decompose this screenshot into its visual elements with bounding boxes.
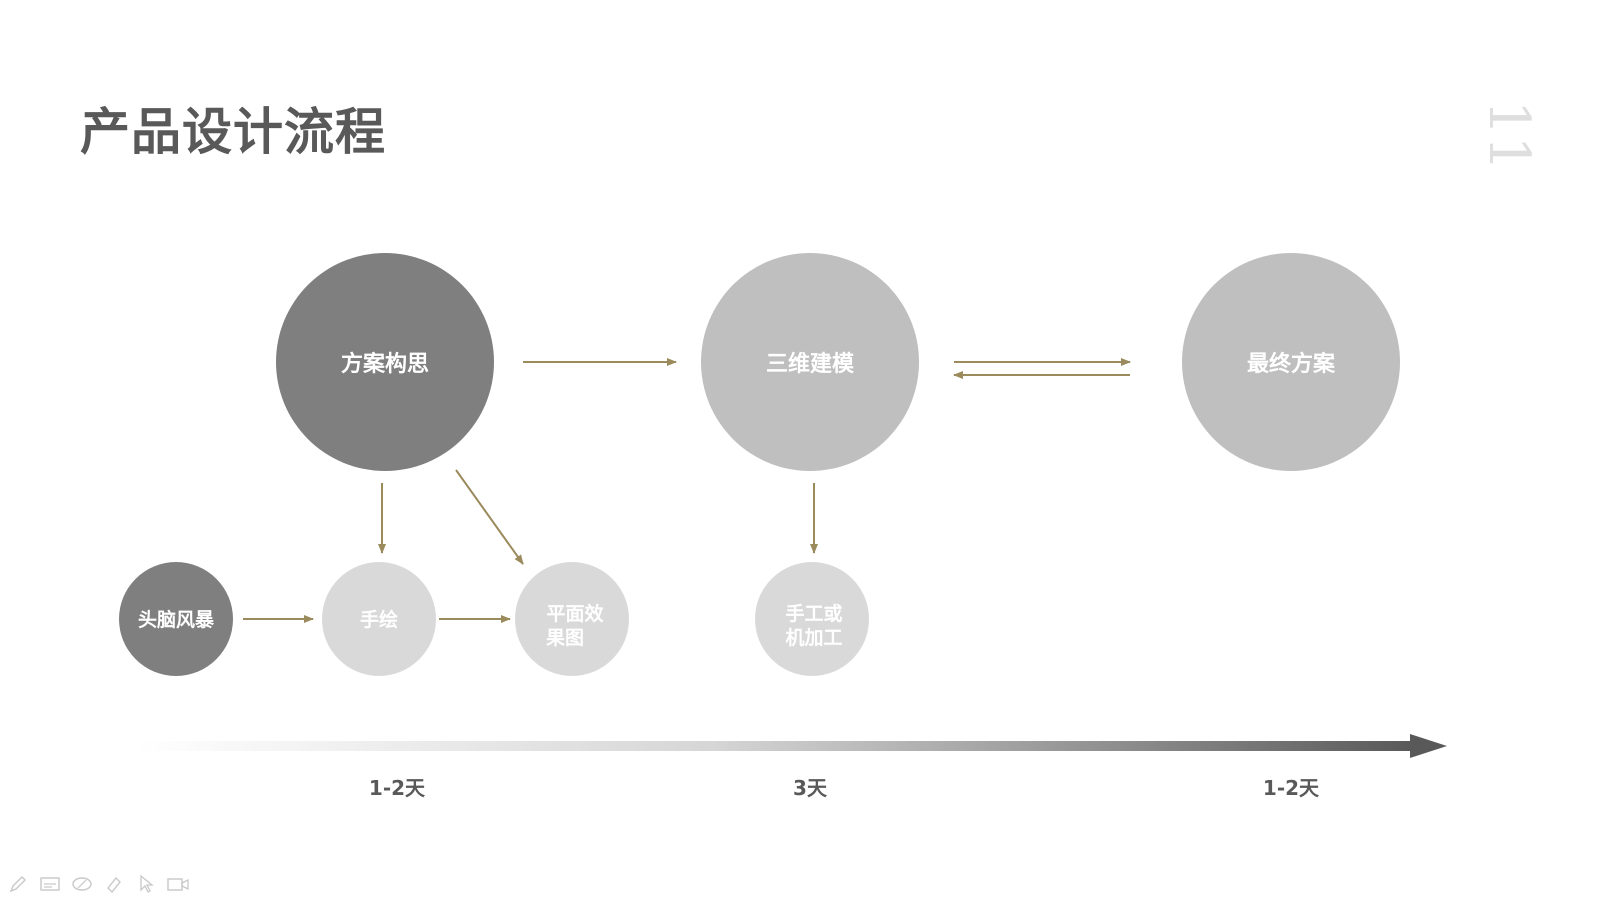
timeline-arrowhead [1410, 734, 1447, 758]
highlighter-icon[interactable] [102, 872, 126, 896]
pointer-icon[interactable] [134, 872, 158, 896]
final-label: 最终方案 [1247, 351, 1336, 377]
page-title: 产品设计流程 [80, 103, 386, 161]
camera-icon[interactable] [166, 872, 190, 896]
final-circle [1182, 253, 1400, 471]
pen-icon[interactable] [6, 872, 30, 896]
node-sketch: 手绘 [322, 562, 436, 676]
concept-circle [276, 253, 494, 471]
sketch-circle [322, 562, 436, 676]
timeline-arrow [135, 734, 1447, 758]
node-modeling: 三维建模 [701, 253, 919, 471]
timeline-label-phase1: 1-2天 [369, 776, 426, 800]
rendering-label-line1: 平面效 [546, 602, 603, 625]
node-concept: 方案构思 [276, 253, 494, 471]
node-rendering: 平面效 果图 [515, 562, 629, 676]
handmade-label-line1: 手工或 [785, 602, 842, 625]
subtitle-icon[interactable] [38, 872, 62, 896]
concept-label: 方案构思 [341, 351, 429, 377]
sketch-label: 手绘 [360, 608, 398, 631]
arrow-concept-to-rendering [455, 469, 524, 565]
node-handmade: 手工或 机加工 [755, 562, 869, 676]
handmade-circle [755, 562, 869, 676]
brainstorm-label: 头脑风暴 [138, 608, 215, 631]
timeline-bar [135, 741, 1415, 751]
timeline-label-phase3: 1-2天 [1263, 776, 1320, 800]
modeling-circle [701, 253, 919, 471]
node-brainstorm: 头脑风暴 [119, 562, 233, 676]
brainstorm-circle [119, 562, 233, 676]
presentation-toolbar [6, 872, 190, 896]
rendering-circle [515, 562, 629, 676]
rendering-label-line2: 果图 [545, 627, 584, 649]
timeline-label-phase2: 3天 [793, 776, 828, 800]
node-final: 最终方案 [1182, 253, 1400, 471]
eraser-icon[interactable] [70, 872, 94, 896]
modeling-label: 三维建模 [766, 351, 855, 377]
handmade-label-line2: 机加工 [785, 627, 842, 649]
